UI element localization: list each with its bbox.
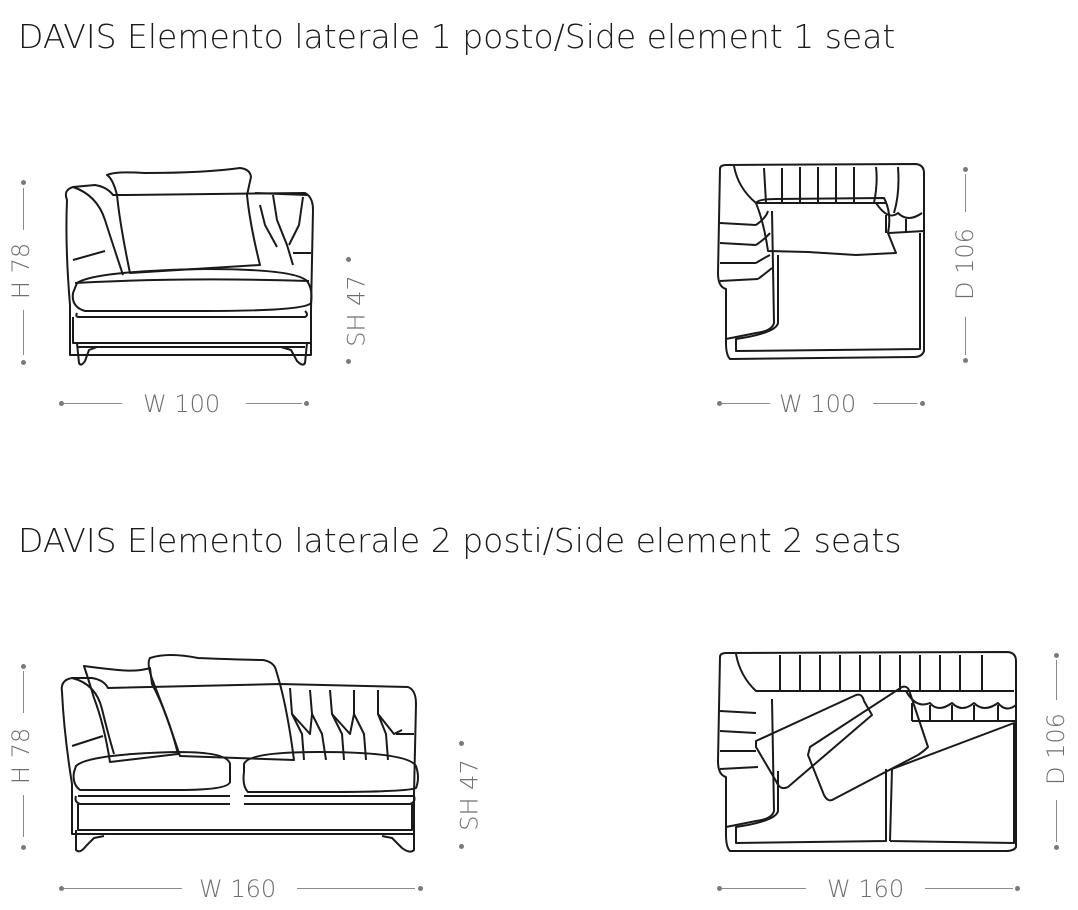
depth-label: D 106 [950, 228, 979, 300]
width-label: W 160 [199, 875, 277, 903]
sofa-front-drawing [60, 654, 419, 853]
section-2-title: DAVIS Elemento laterale 2 posti/Side ele… [18, 521, 902, 560]
seat-height-dim-dot-bottom [346, 359, 351, 364]
depth-dim-line [965, 317, 966, 355]
depth-dim-dot-top [1054, 653, 1059, 658]
armchair-top-drawing [717, 163, 925, 360]
seat-height-dim-dot-top [346, 257, 351, 262]
width-dim-dot-left [717, 401, 722, 406]
width-dim-line [722, 403, 770, 404]
width-label: W 100 [779, 390, 857, 418]
seat-height-dim-dot-bottom [459, 844, 464, 849]
depth-dim-dot-top [963, 167, 968, 172]
sofa-top-drawing [717, 651, 1017, 852]
width-dim-line [64, 403, 122, 404]
width-dim-line [722, 888, 806, 889]
height-dim-dot-bottom [21, 845, 26, 850]
width-label: W 100 [143, 390, 221, 418]
width-dim-line [246, 403, 302, 404]
seat-height-label: SH 47 [342, 275, 371, 347]
section-1-title: DAVIS Elemento laterale 1 posto/Side ele… [18, 17, 896, 56]
height-label: H 78 [7, 242, 36, 300]
width-dim-dot-left [59, 401, 64, 406]
height-label: H 78 [7, 727, 36, 785]
height-dim-line [23, 795, 24, 837]
depth-dim-dot-bottom [963, 358, 968, 363]
width-dim-line [925, 888, 1013, 889]
width-dim-dot-right [1015, 886, 1020, 891]
width-dim-dot-right [304, 401, 309, 406]
height-dim-line [23, 188, 24, 230]
width-dim-dot-right [418, 886, 423, 891]
seat-height-label: SH 47 [455, 759, 484, 831]
seat-height-dim-dot-top [459, 741, 464, 746]
depth-label: D 106 [1041, 713, 1070, 785]
depth-dim-line [965, 174, 966, 212]
height-dim-dot-top [21, 180, 26, 185]
depth-dim-dot-bottom [1054, 845, 1059, 850]
depth-dim-line [1056, 660, 1057, 700]
width-dim-line [873, 403, 917, 404]
height-dim-line [23, 671, 24, 713]
width-dim-line [297, 888, 415, 889]
width-dim-line [64, 888, 182, 889]
width-label: W 160 [827, 875, 905, 903]
armchair-front-drawing [64, 167, 314, 366]
width-dim-dot-left [59, 886, 64, 891]
width-dim-dot-left [717, 886, 722, 891]
height-dim-dot-top [21, 664, 26, 669]
height-dim-dot-bottom [21, 360, 26, 365]
height-dim-line [23, 310, 24, 355]
width-dim-dot-right [920, 401, 925, 406]
depth-dim-line [1056, 800, 1057, 842]
